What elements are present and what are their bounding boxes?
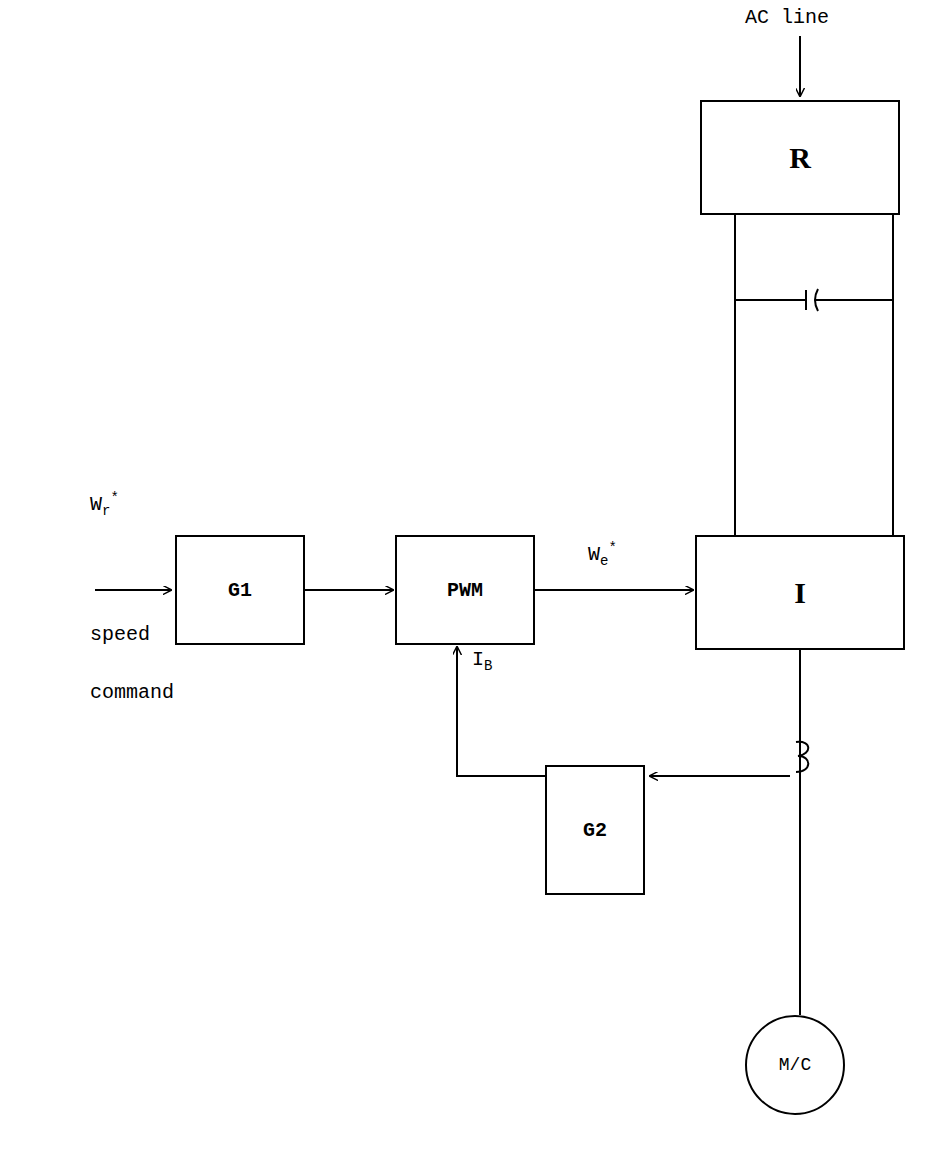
signal-line (799, 650, 801, 1015)
sensor-arrow (650, 775, 790, 777)
signal-label: We* (586, 540, 619, 569)
motor-circle: M/C (745, 1015, 845, 1115)
box-label: I (794, 576, 806, 610)
command-arrow (95, 589, 171, 591)
input-label: AC line (745, 6, 829, 29)
box-label: PWM (447, 579, 483, 602)
current-controller-box: G2 (545, 765, 645, 895)
current-sensor (796, 742, 808, 772)
capacitor-symbol (735, 289, 893, 311)
rectifier-box: R (700, 100, 900, 215)
inverter-box: I (695, 535, 905, 650)
signal-line (735, 215, 893, 535)
box-label: G2 (583, 819, 607, 842)
pwm-box: PWM (395, 535, 535, 645)
speed-controller-box: G1 (175, 535, 305, 645)
command-note: speed command (90, 606, 190, 722)
signal-line (535, 589, 693, 591)
speed-ref-label: Wr* (90, 490, 119, 519)
ac-input-arrow (799, 36, 801, 96)
signal-line (305, 589, 393, 591)
box-label: G1 (228, 579, 252, 602)
box-label: R (789, 141, 811, 175)
signal-line (457, 647, 545, 776)
box-label: M/C (779, 1055, 811, 1075)
signal-label: IB (470, 648, 494, 674)
